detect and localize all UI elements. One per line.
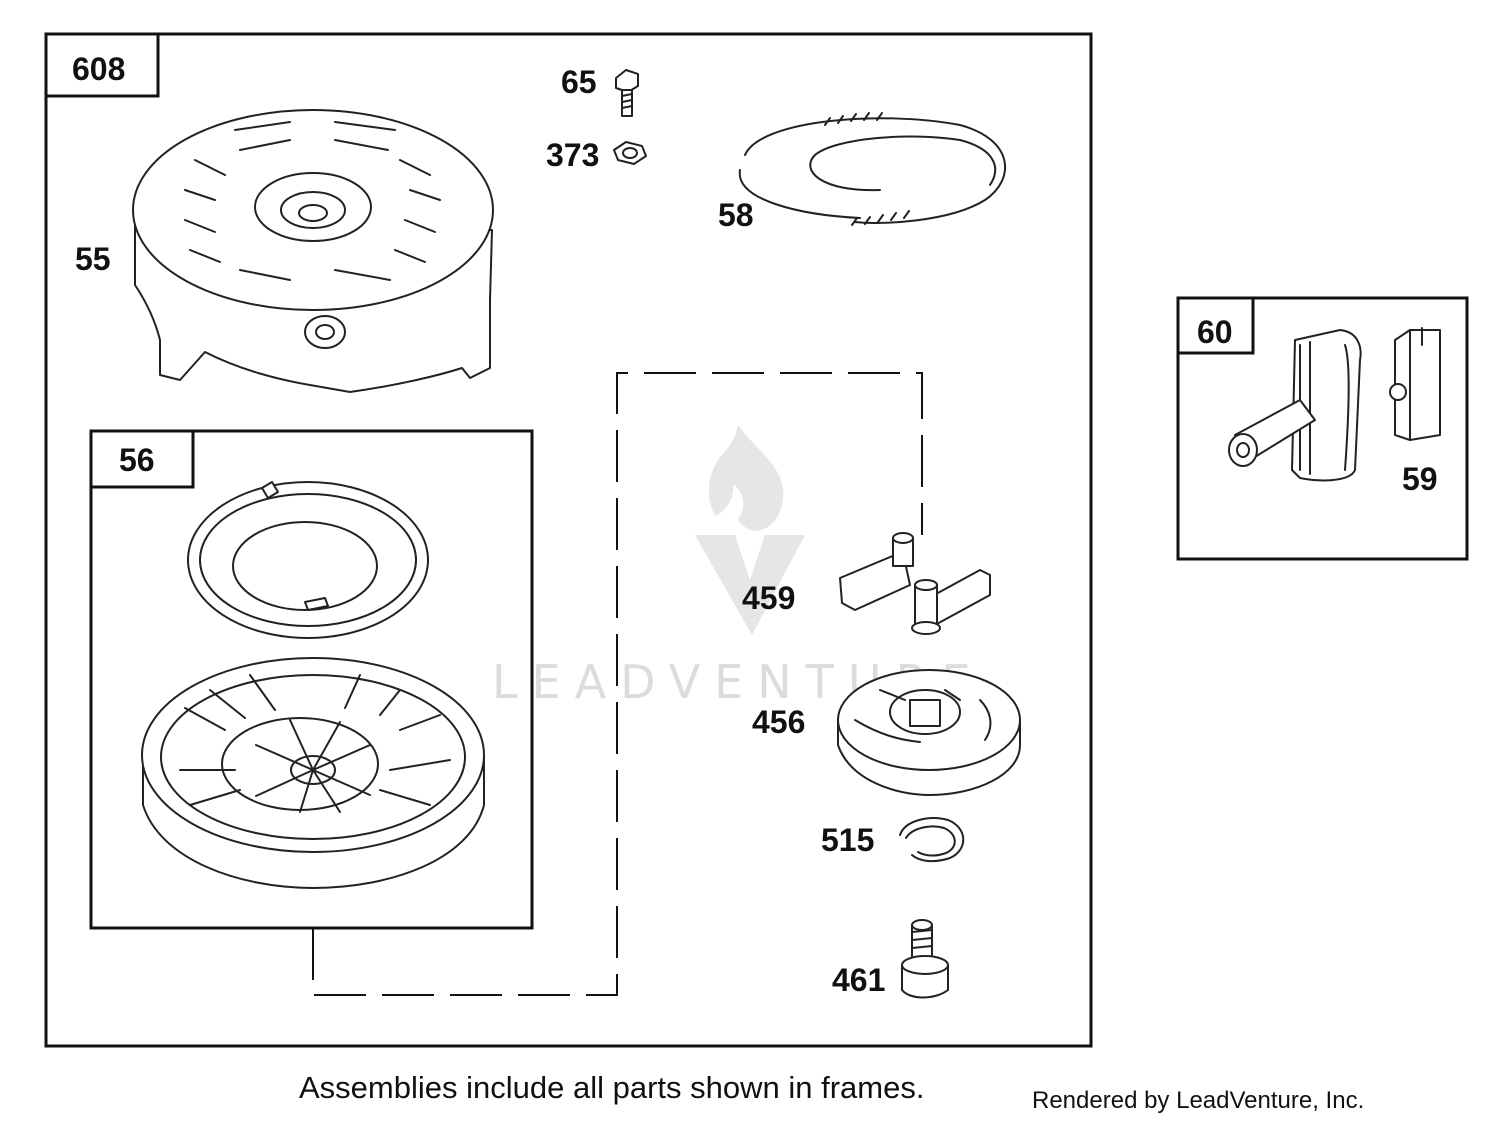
callout-58: 58 — [718, 197, 754, 233]
part-459-pawl-icon[interactable] — [839, 532, 991, 635]
callout-59: 59 — [1402, 461, 1438, 497]
callout-373: 373 — [546, 137, 599, 173]
frame-56: 56 — [89, 429, 534, 930]
frame-60-label: 60 — [1197, 314, 1233, 350]
starter-pulley-icon[interactable] — [141, 657, 485, 889]
frame-608-label: 608 — [72, 51, 125, 87]
render-credit: Rendered by LeadVenture, Inc. — [1032, 1087, 1364, 1114]
callout-515: 515 — [821, 822, 874, 858]
part-59-insert-icon[interactable] — [1389, 327, 1441, 441]
part-515-retaining-ring-icon[interactable] — [899, 817, 965, 863]
part-373-nut-icon[interactable] — [613, 141, 647, 165]
frame-56-label: 56 — [119, 442, 155, 478]
callout-55: 55 — [75, 241, 111, 277]
frame-60: 60 — [1176, 296, 1469, 561]
connector-lines — [312, 372, 923, 996]
callout-65: 65 — [561, 64, 597, 100]
part-55-blower-housing-icon[interactable] — [132, 109, 494, 393]
part-65-bolt-icon[interactable] — [615, 69, 639, 117]
part-461-screw-icon[interactable] — [901, 919, 949, 999]
v-logo-icon — [695, 535, 805, 635]
callout-456: 456 — [752, 704, 805, 740]
callout-461: 461 — [832, 962, 885, 998]
part-58-rope-icon[interactable] — [738, 112, 1007, 226]
flame-logo-icon — [708, 425, 784, 531]
assemblies-note: Assemblies include all parts shown in fr… — [299, 1070, 924, 1105]
starter-handle-icon[interactable] — [1228, 329, 1362, 482]
frame-608: 608 — [44, 32, 1093, 1048]
part-456-pawl-plate-icon[interactable] — [837, 669, 1021, 796]
rewind-spring-icon[interactable] — [187, 481, 429, 639]
callout-459: 459 — [742, 580, 795, 616]
